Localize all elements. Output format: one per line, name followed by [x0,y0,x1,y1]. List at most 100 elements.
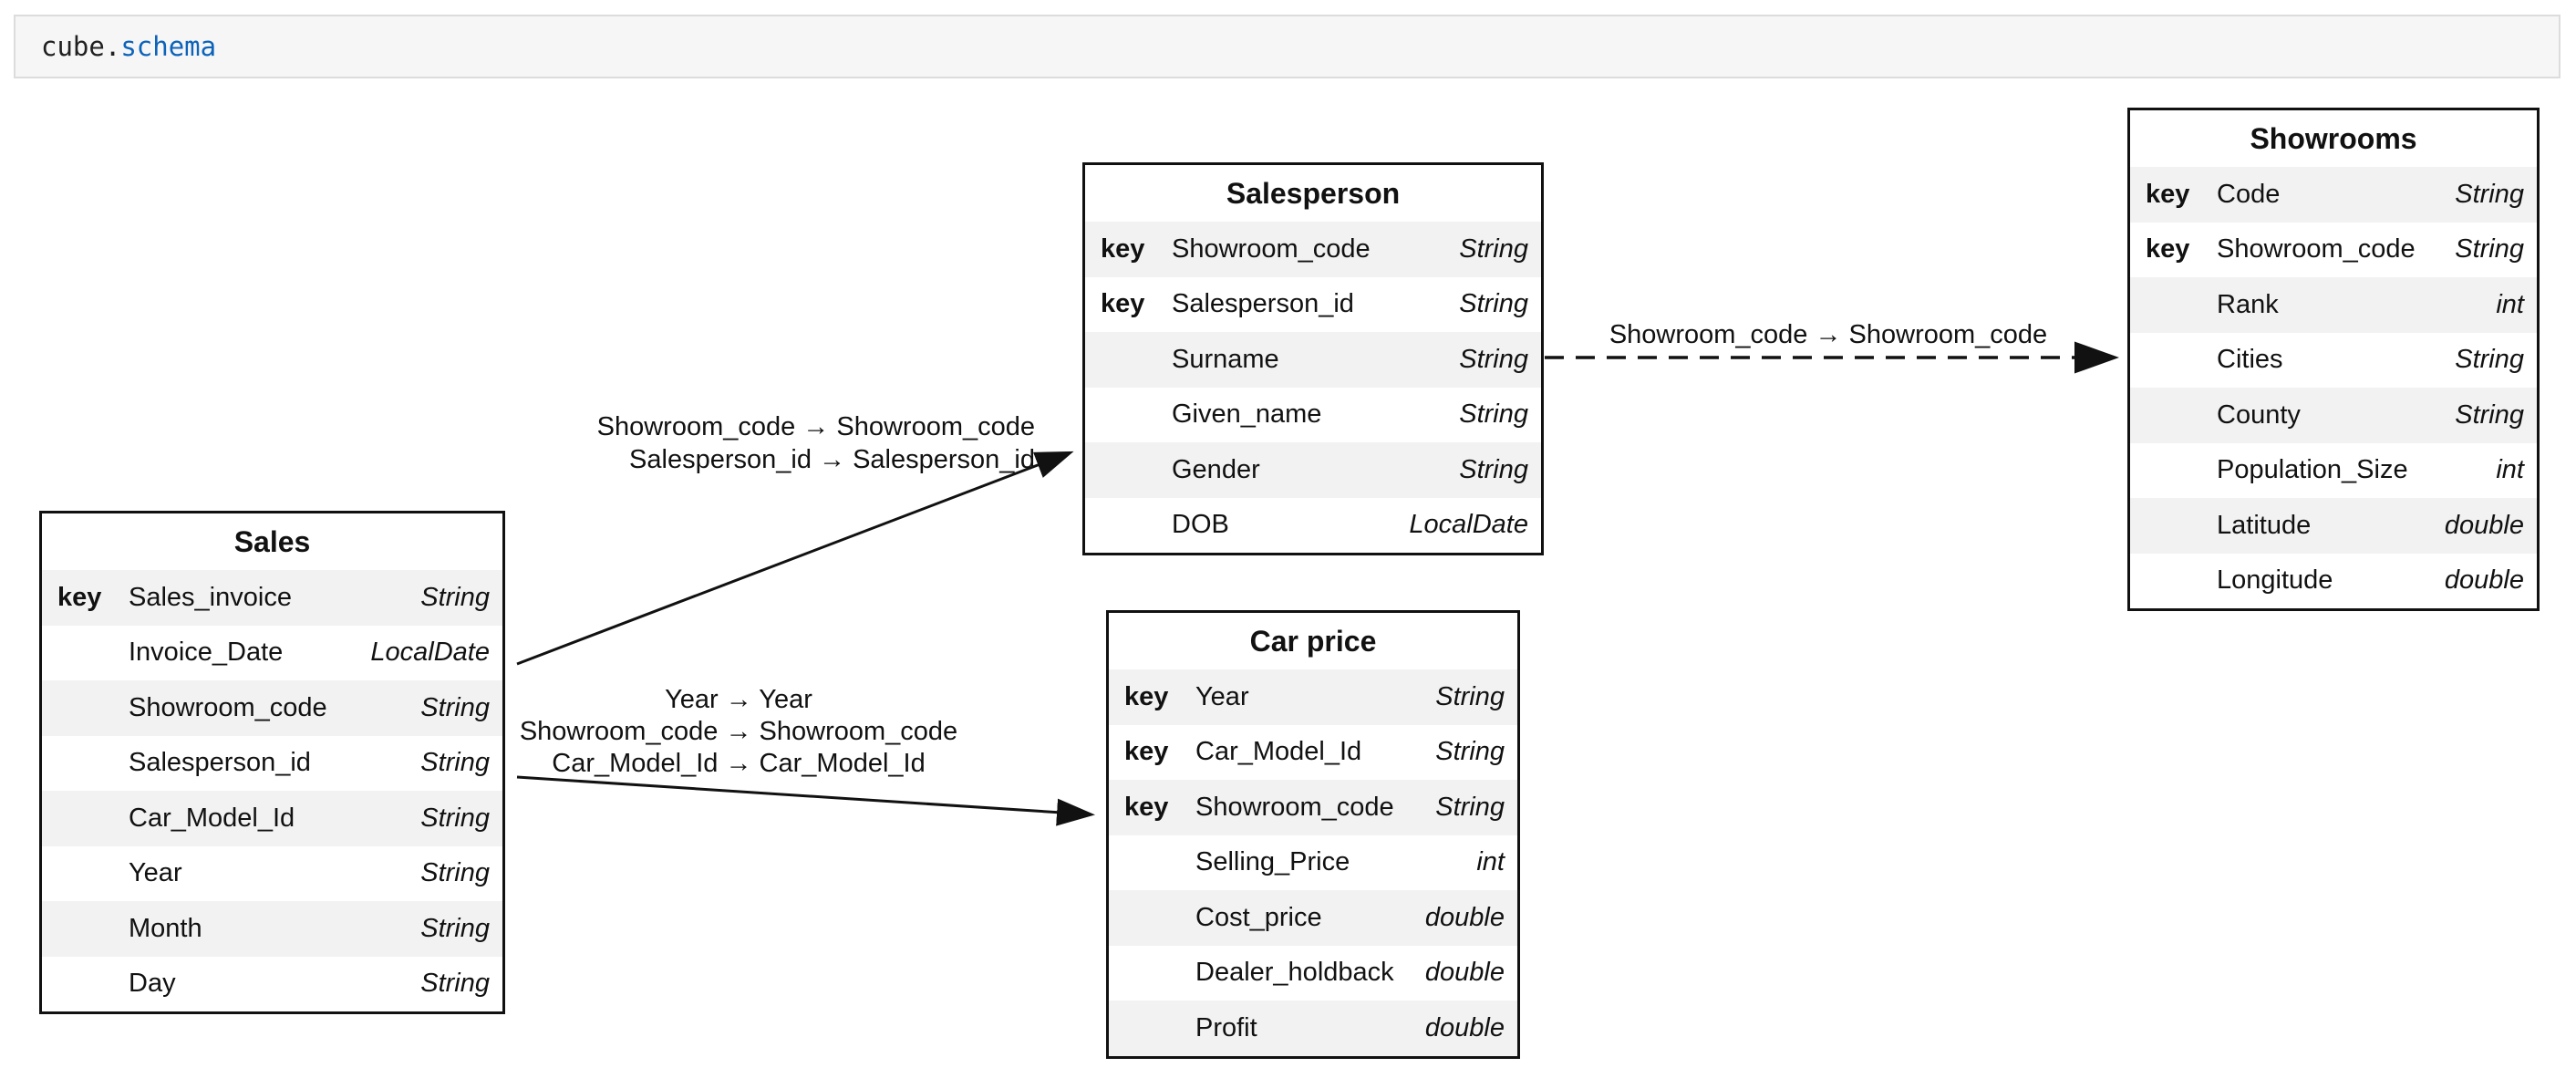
field-type: int [2496,455,2524,485]
field-type: String [1459,289,1528,319]
field-name: Cities [2217,345,2283,375]
field-type: String [420,748,490,778]
table-row: key Showroom_code String [1109,780,1517,835]
field-name: Car_Model_Id [1195,737,1362,767]
key-badge: key [1101,289,1145,319]
field-type: int [1476,847,1505,877]
field-name: Showroom_code [2217,234,2416,264]
key-badge: key [2146,234,2190,264]
table-title: Sales [42,513,502,570]
table-row: Cities String [2130,332,2537,388]
table-title: Showrooms [2130,110,2537,167]
relation-mapping: Showroom_code → Showroom_code [519,717,958,746]
table-row: Rank int [2130,277,2537,333]
relation-line-sales-carprice [516,775,1095,826]
relation-mapping: Year → Year [665,685,812,714]
field-type: String [1459,399,1528,430]
field-name: Gender [1172,454,1260,484]
field-type: String [2455,234,2524,264]
field-type: String [1435,737,1505,767]
field-type: String [1435,792,1505,822]
field-name: Showroom_code [129,692,327,722]
field-type: LocalDate [370,638,490,668]
table-row: Population_Size int [2130,442,2537,498]
field-type: String [420,913,490,943]
table-row: Gender String [1085,442,1541,498]
table-row: Year String [42,845,502,901]
key-badge: key [1101,233,1145,264]
table-row: key Salesperson_id String [1085,276,1541,332]
table-row: key Car_Model_Id String [1109,724,1517,780]
field-name: Year [129,858,182,888]
field-type: String [2455,179,2524,209]
field-name: Selling_Price [1195,847,1350,877]
breadcrumb: cube.schema [14,15,2560,78]
field-type: String [2455,399,2524,430]
table-row: Cost_price double [1109,890,1517,946]
field-name: Code [2217,179,2281,209]
table-row: Month String [42,901,502,957]
field-type: double [1424,958,1505,988]
relation-label-salesperson-showrooms: Showroom_code → Showroom_code [1555,318,2102,351]
field-type: String [1459,344,1528,374]
field-type: double [2444,565,2524,596]
field-name: Rank [2217,289,2279,319]
table-row: key Code String [2130,167,2537,223]
entity-table-showrooms[interactable]: Showrooms key Code String key Showroom_c… [2127,108,2540,611]
entity-table-salesperson[interactable]: Salesperson key Showroom_code String key… [1082,162,1544,555]
field-type: String [420,858,490,888]
relation-mapping: Salesperson_id → Salesperson_id [629,445,1035,474]
table-row: Longitude double [2130,553,2537,608]
relation-mapping: Showroom_code → Showroom_code [596,412,1035,441]
breadcrumb-prefix: cube. [41,31,121,62]
table-row: DOB LocalDate [1085,497,1541,553]
table-row: key Year String [1109,669,1517,725]
field-name: Invoice_Date [129,638,284,668]
table-row: Car_Model_Id String [42,791,502,846]
table-row: Day String [42,956,502,1011]
table-row: Selling_Price int [1109,835,1517,890]
key-badge: key [1124,792,1169,822]
entity-table-car-price[interactable]: Car price key Year String key Car_Model_… [1106,610,1520,1059]
table-row: Invoice_Date LocalDate [42,625,502,680]
entity-table-sales[interactable]: Sales key Sales_invoice String Invoice_D… [39,511,505,1014]
field-type: String [420,692,490,722]
table-row: Showroom_code String [42,680,502,736]
table-row: Salesperson_id String [42,735,502,791]
table-row: Dealer_holdback double [1109,945,1517,1001]
field-type: double [1424,1012,1505,1042]
table-row: Given_name String [1085,387,1541,442]
relation-label-sales-carprice: Year → Year Showroom_code → Showroom_cod… [465,684,1012,780]
table-row: Profit double [1109,1001,1517,1056]
key-badge: key [2146,179,2190,209]
field-type: int [2496,289,2524,319]
relation-mapping: Car_Model_Id → Car_Model_Id [552,749,926,778]
field-name: Sales_invoice [129,582,292,612]
table-row: key Showroom_code String [1085,222,1541,277]
table-row: Surname String [1085,332,1541,388]
field-type: String [420,803,490,833]
field-name: Population_Size [2217,455,2408,485]
field-name: Year [1195,681,1249,711]
table-title: Salesperson [1085,165,1541,222]
field-name: Showroom_code [1195,792,1394,822]
field-type: String [2455,345,2524,375]
table-row: key Showroom_code String [2130,222,2537,277]
field-name: DOB [1172,510,1229,540]
field-name: Car_Model_Id [129,803,295,833]
field-name: Latitude [2217,510,2312,540]
table-row: County String [2130,388,2537,443]
field-name: Profit [1195,1012,1257,1042]
relation-label-sales-salesperson: Showroom_code → Showroom_code Salesperso… [397,410,1035,476]
field-type: LocalDate [1409,510,1528,540]
field-name: Month [129,913,202,943]
field-type: String [1459,454,1528,484]
field-name: Showroom_code [1172,233,1371,264]
table-row: Latitude double [2130,498,2537,554]
field-type: String [1459,233,1528,264]
relation-line-sales-salesperson [516,451,1074,666]
field-name: Day [129,969,176,999]
field-type: String [420,582,490,612]
field-type: double [2444,510,2524,540]
